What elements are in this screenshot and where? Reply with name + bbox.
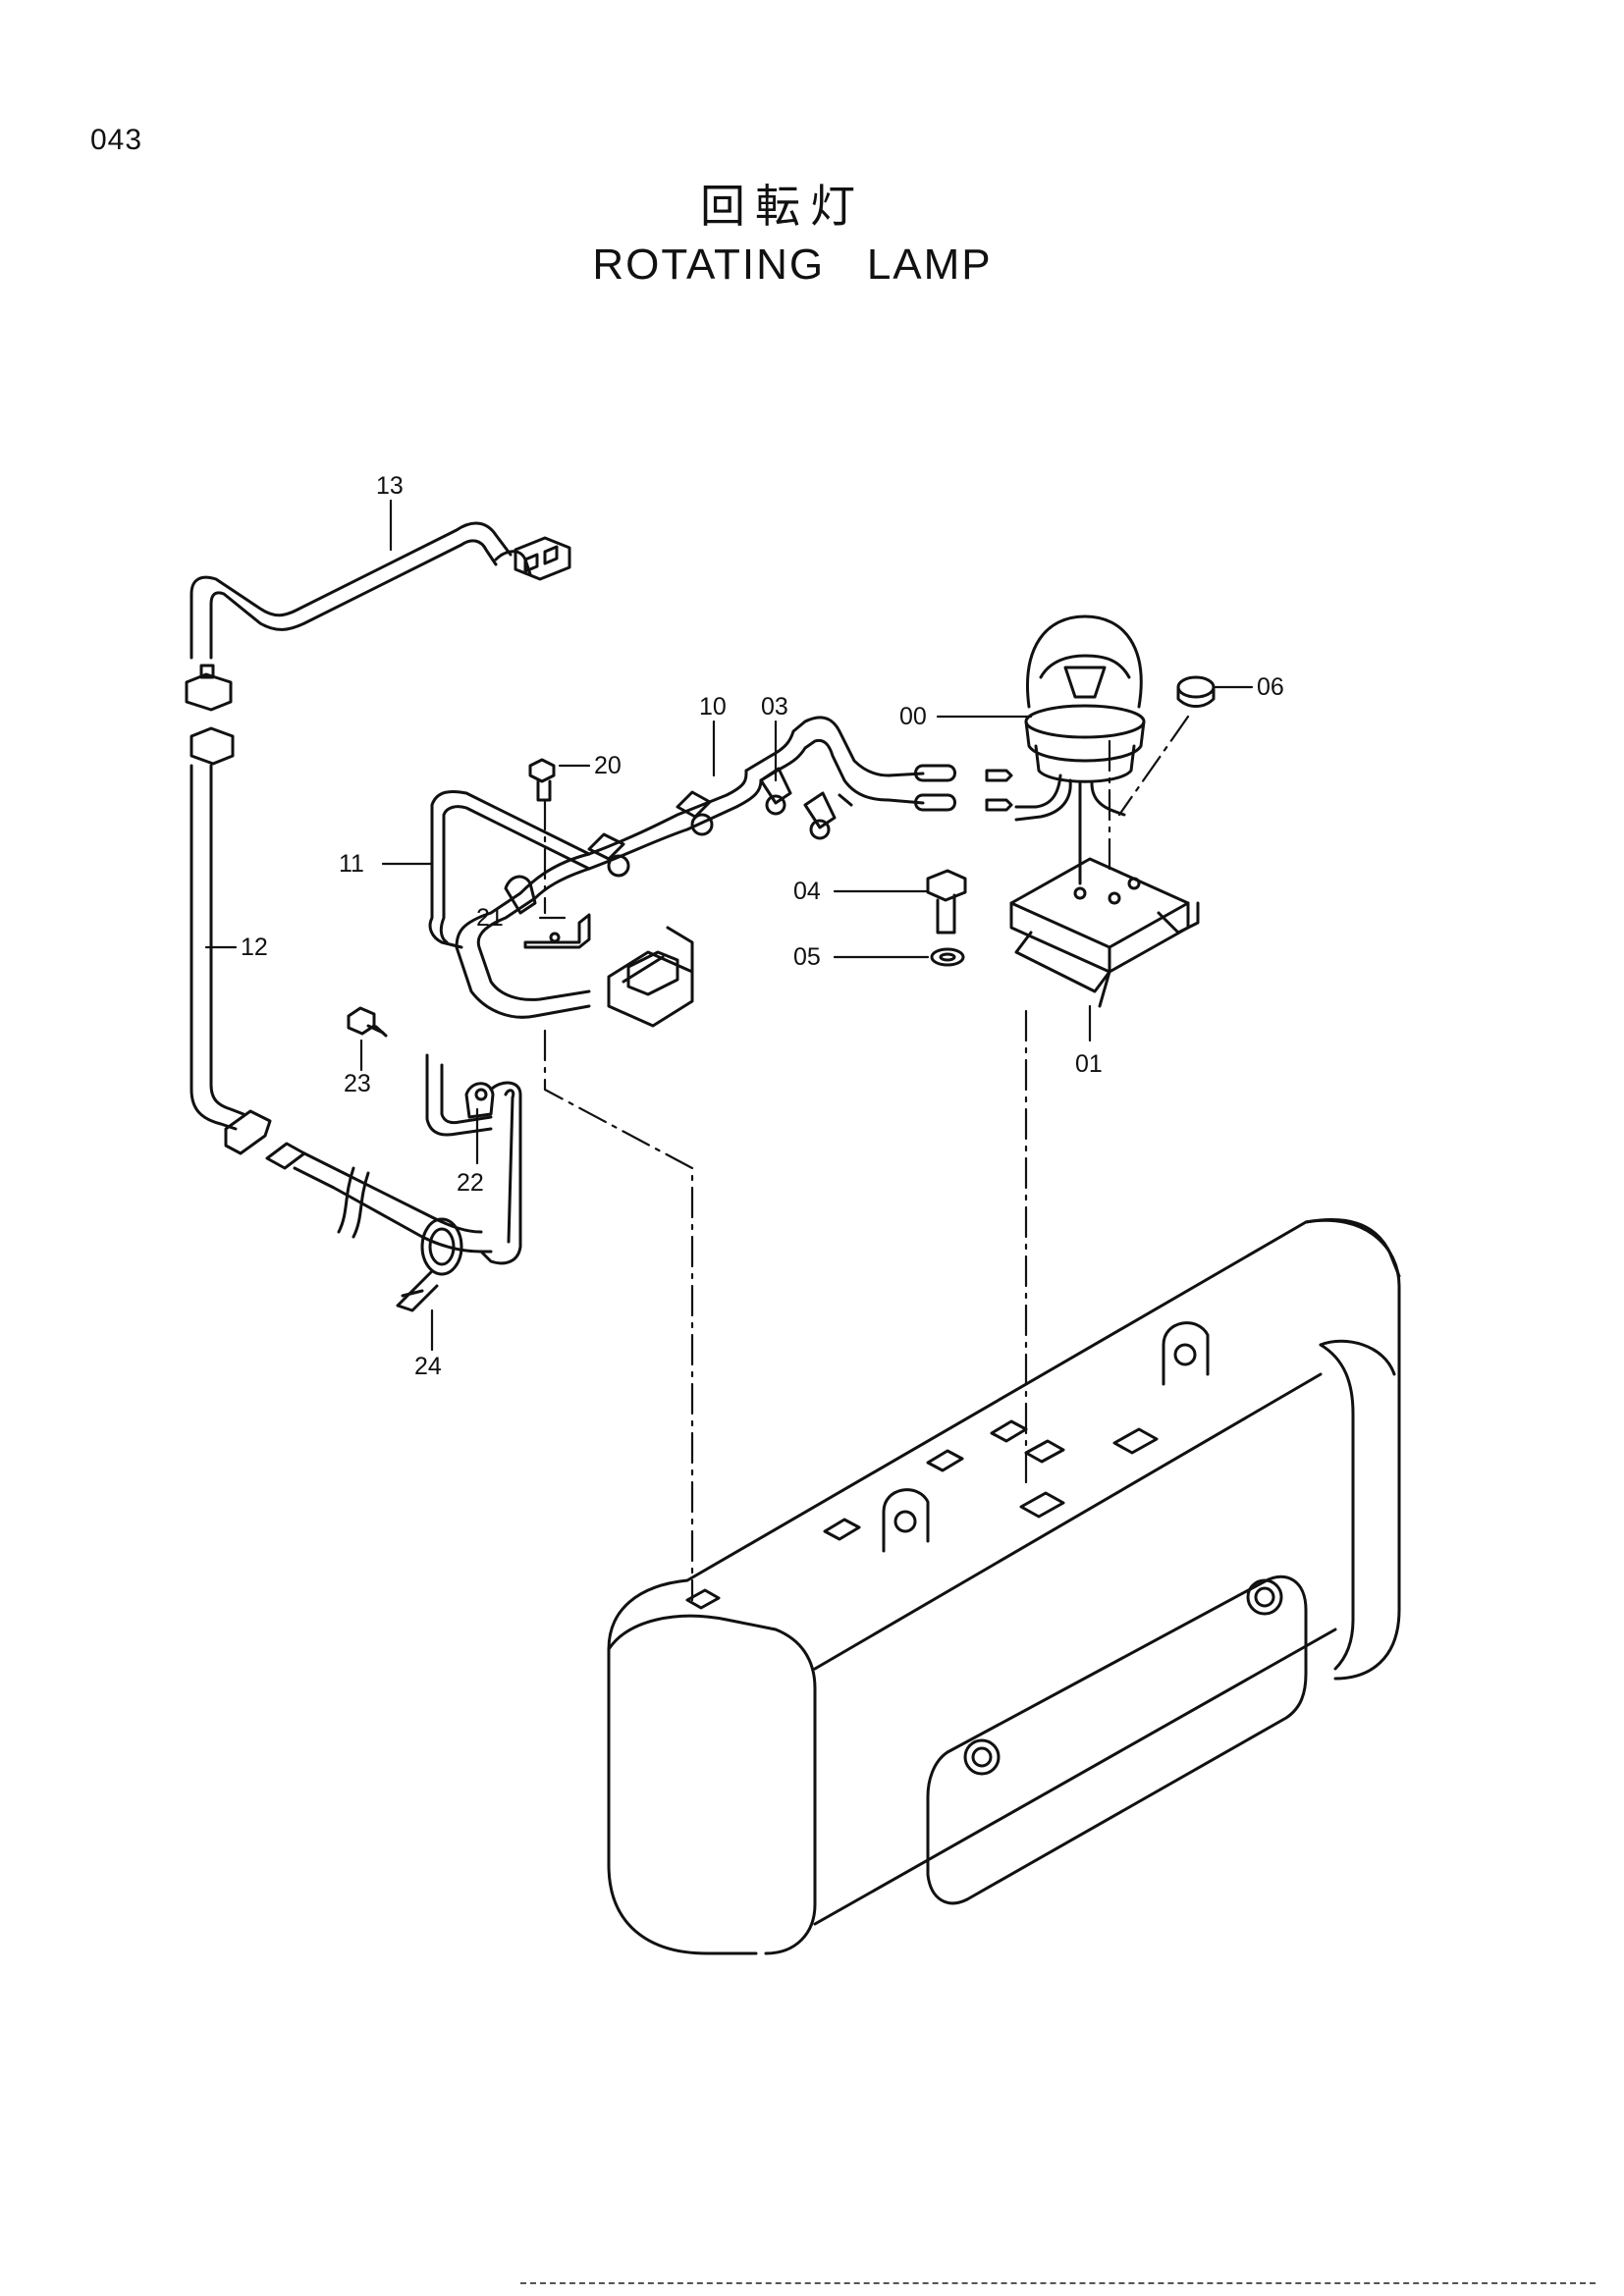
bolt-20-part [528, 758, 556, 802]
rotating-lamp-part [1014, 614, 1146, 885]
leader-lines [204, 499, 1254, 1352]
callout-04: 04 [793, 878, 821, 905]
callout-21: 21 [476, 904, 504, 932]
title-block: 回転灯 ROTATING LAMP [0, 177, 1624, 294]
callout-20: 20 [594, 752, 622, 779]
callout-23: 23 [344, 1070, 371, 1097]
alignment-lines [543, 715, 1190, 1602]
callout-10: 10 [699, 693, 727, 721]
nut-part [1176, 675, 1216, 708]
callout-06: 06 [1257, 673, 1284, 701]
title-english: ROTATING LAMP [592, 240, 993, 289]
callout-05: 05 [793, 943, 821, 971]
title-japanese: 回転灯 [700, 180, 865, 233]
callout-01: 01 [1075, 1050, 1103, 1078]
callout-13: 13 [376, 472, 404, 500]
lamp-bracket-part [1009, 857, 1200, 1008]
callout-labels: 13 10 03 00 06 20 11 04 05 21 12 01 23 2… [241, 472, 1284, 1380]
callout-24: 24 [414, 1353, 442, 1380]
harness-loop-part [428, 790, 694, 1028]
bolt-23-part [347, 1006, 388, 1038]
band-clamp-part [396, 1217, 463, 1312]
harness-upper-part [185, 521, 571, 712]
callout-03: 03 [761, 693, 788, 721]
counterweight-housing [607, 1218, 1401, 1955]
bolt-and-washer [926, 869, 967, 967]
small-bracket-part [523, 913, 591, 949]
callout-11: 11 [339, 850, 364, 878]
footer-rule [520, 2282, 1596, 2284]
callout-00: 00 [899, 703, 927, 730]
harness-lamp-part [587, 716, 891, 878]
clip-and-lower-loop [425, 1053, 522, 1265]
lamp-connectors [887, 764, 1013, 812]
callout-22: 22 [457, 1169, 484, 1197]
callout-12: 12 [241, 934, 268, 961]
harness-vertical-part [189, 726, 493, 1254]
page-number: 043 [90, 124, 143, 156]
